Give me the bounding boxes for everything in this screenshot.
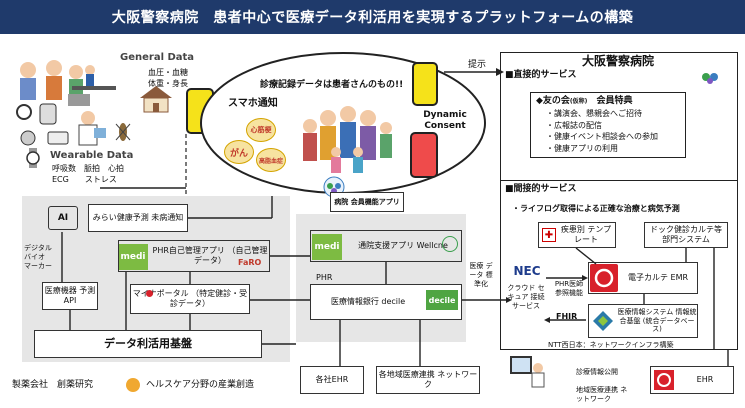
bulb-icon <box>126 378 140 392</box>
myna-dot-icon <box>146 290 153 297</box>
faro-logo: FaRO <box>238 258 262 267</box>
direct-service-title: ■直接的サービス <box>505 70 577 80</box>
tsuin-app-box: 通院支援アプリ Wellcne <box>310 230 462 262</box>
phr-label: PHR <box>316 273 333 282</box>
smartphone-red <box>410 132 438 178</box>
emr-logo <box>590 264 618 292</box>
hospital-arrows <box>544 247 715 350</box>
regional-link-label: 地域医療連携 ネットワーク <box>576 386 628 403</box>
family-illustration <box>296 96 396 178</box>
wearable-item-1: ECG ストレス <box>52 175 117 184</box>
nec-logo: NEC <box>510 262 544 280</box>
dynamic-consent-label: Dynamic Consent <box>423 110 467 132</box>
general-data-item-1: 体重・身長 <box>148 79 188 88</box>
general-data-item-0: 血圧・血糖 <box>148 68 188 77</box>
cloud-headline: 診療記録データは患者さんのもの!! <box>260 80 404 90</box>
bubble-hyperlipidemia: 高脂血症 <box>256 148 286 172</box>
template-box: 疾患別 テンプレート <box>538 222 616 248</box>
wellcne-logo <box>442 236 458 252</box>
mirai-box: みらい健康予測 未病通知 <box>88 204 188 232</box>
dock-system-box: ドック健診カルテ等 部門システム <box>644 222 728 248</box>
hospital-name: 大阪警察病院 <box>582 54 655 68</box>
hospital-box <box>500 52 738 350</box>
page-title: 大阪警察病院 患者中心で医療データ利活用を実現するプラットフォームの構築 <box>0 0 745 34</box>
standardization-label: 医療 データ 標準化 <box>469 262 493 288</box>
tomonokai-sub: (仮称) <box>569 98 588 105</box>
medi-logo-left: medi <box>118 244 148 270</box>
device-api-box: 医療機器 予測API <box>42 282 98 310</box>
mynaportal-box: マイナポータル （特定健診・受診データ） <box>130 284 250 314</box>
tomonokai-benefit: 会員特典 <box>596 96 633 106</box>
phr-app-box: PHR自己管理アプリ （自己管理データ） <box>118 240 270 272</box>
regional-network-box: 各地域医療連携 ネットワーク <box>376 366 480 394</box>
direct-service-list: 講演会、懇親会へご招待 広報誌の配信 健康イベント相談会への参加 健康アプリの利… <box>546 108 658 154</box>
cross-icon: ✚ <box>542 228 556 242</box>
tomonokai-box <box>530 92 686 158</box>
medi-logo-mid: medi <box>312 234 342 260</box>
digital-biomarker: デジタル バイオ マーカー <box>24 244 52 270</box>
elderly-people-icon <box>20 60 90 106</box>
healthcare-industry-label: ヘルスケア分野の産業創造 <box>146 380 255 390</box>
wearable-data-label: Wearable Data <box>50 150 134 161</box>
indirect-service-sub: ・ライフログ取得による正確な治療と病気予測 <box>512 204 680 213</box>
tomonokai-title: ◆友の会(仮称) 会員特典 <box>536 96 632 107</box>
divider <box>500 180 738 181</box>
treadmill-illustration <box>70 62 118 92</box>
provide-label: 提示 <box>468 60 487 70</box>
ai-icon: AI <box>48 206 78 230</box>
fhir-label: FHIR <box>556 312 578 321</box>
bubble-heart: 心筋梗 <box>246 118 276 142</box>
direct-item-3: 健康アプリの利用 <box>546 143 658 155</box>
ntt-note: NTT西日本：ネットワークインフラ構築 <box>548 341 674 349</box>
member-app-label: 病院 会員機能アプリ <box>330 192 404 212</box>
smartphone-top-right <box>412 62 438 106</box>
direct-item-0: 講演会、懇親会へご招待 <box>546 108 658 120</box>
pharma-label: 製薬会社 創薬研究 <box>12 380 94 390</box>
tomonokai-name: ◆友の会 <box>536 96 570 106</box>
cloud-gateway: クラウド セキュア 接続 サービス <box>507 284 545 310</box>
house-icon <box>138 84 174 114</box>
decile-logo: decile <box>426 290 458 310</box>
people-illustration <box>10 56 90 116</box>
phr-reference: PHR医師 参照機能 <box>554 280 584 297</box>
doctor-small-icon <box>530 362 546 388</box>
direct-item-1: 広報誌の配信 <box>546 120 658 132</box>
template-label: 疾患別 テンプレート <box>560 225 612 244</box>
company-ehr-box: 各社EHR <box>300 366 364 394</box>
doctor-illustration <box>68 108 110 148</box>
monitor-icon <box>510 356 532 374</box>
integration-logo <box>592 310 614 332</box>
indirect-service-title: ■間接的サービス <box>505 184 577 194</box>
hospital-logo-small <box>700 68 720 86</box>
clinic-public-label: 診療情報公開 <box>576 368 618 376</box>
foundation-box: データ利活用基盤 <box>34 330 262 358</box>
bubble-cancer: がん <box>224 140 254 164</box>
smartphone-notice: スマホ通知 <box>228 98 278 109</box>
wearable-item-0: 呼吸数 脈拍 心拍 <box>52 164 124 173</box>
mosquito-illustration <box>108 118 138 146</box>
direct-item-2: 健康イベント相談会への参加 <box>546 131 658 143</box>
general-data-label: General Data <box>120 52 195 63</box>
ehr-logo <box>654 370 674 390</box>
watch-icon <box>24 148 42 168</box>
devices-illustration <box>14 100 74 150</box>
